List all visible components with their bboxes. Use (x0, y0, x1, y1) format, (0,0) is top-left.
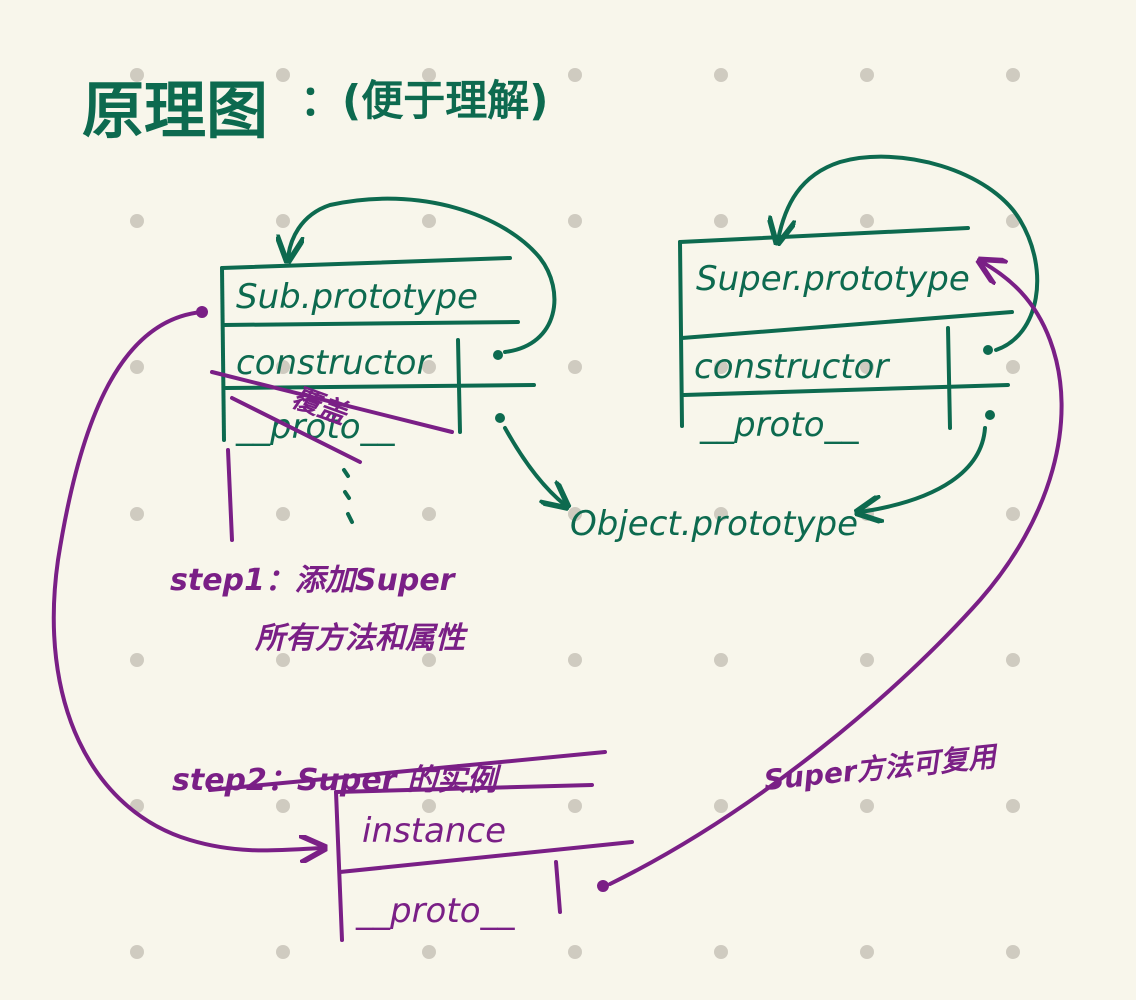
grid-dot (422, 945, 436, 959)
super-prototype-title: Super.prototype (696, 259, 970, 299)
grid-dot (130, 945, 144, 959)
grid-dot (422, 653, 436, 667)
grid-dot (130, 214, 144, 228)
object-prototype-label: Object.prototype (570, 504, 858, 544)
grid-dot (568, 799, 582, 813)
grid-dot (568, 945, 582, 959)
grid-dot (276, 945, 290, 959)
grid-dot (422, 360, 436, 374)
sub-proto-to-object-arrow (503, 426, 565, 505)
grid-dot (714, 799, 728, 813)
grid-dot (422, 214, 436, 228)
sub-constructor-label: constructor (236, 343, 432, 383)
grid-dot (130, 360, 144, 374)
sub-constructor-dot (493, 350, 503, 360)
grid-dot (714, 214, 728, 228)
grid-dot (276, 507, 290, 521)
grid-dot (568, 653, 582, 667)
super-proto-label: __proto__ (699, 405, 859, 445)
grid-dot (1006, 653, 1020, 667)
grid-dot (568, 214, 582, 228)
grid-dot (422, 68, 436, 82)
instance-box (334, 783, 634, 942)
step2-underline (208, 750, 607, 792)
reuse-note: Super方法可复用 (762, 739, 1000, 796)
grid-dot (1006, 945, 1020, 959)
sub-to-instance-arrow (51, 310, 322, 850)
grid-dot (422, 507, 436, 521)
page-title: 原理图 (82, 74, 268, 147)
step1-line1: step1：添加Super (170, 563, 457, 598)
grid-dot (860, 945, 874, 959)
page-title-suffix: ：(便于理解) (300, 76, 548, 125)
grid-dot (714, 68, 728, 82)
sub-constructor-loop-arrow (288, 196, 557, 354)
grid-dot (860, 653, 874, 667)
super-constructor-label: constructor (694, 347, 890, 387)
grid-dot (714, 653, 728, 667)
instance-proto-dot (597, 880, 609, 892)
grid-dot (276, 653, 290, 667)
overwrite-strike (210, 370, 454, 464)
super-prototype-box (678, 226, 1014, 430)
grid-dot (276, 360, 290, 374)
super-proto-dot (985, 410, 995, 420)
grid-dot (860, 68, 874, 82)
grid-dot (714, 945, 728, 959)
super-proto-to-object-arrow (860, 426, 987, 512)
grid-dot (276, 68, 290, 82)
grid-dot (860, 360, 874, 374)
grid-dot (130, 507, 144, 521)
grid-dot (714, 507, 728, 521)
grid-dot (1006, 507, 1020, 521)
super-constructor-loop-arrow (778, 154, 1040, 352)
instance-title: instance (362, 811, 506, 851)
instance-to-super-arrow (608, 262, 1064, 886)
grid-dot (714, 360, 728, 374)
step1-connector-line (226, 448, 234, 542)
step1-line2: 所有方法和属性 (254, 621, 469, 656)
grid-dot (130, 68, 144, 82)
dashed-continuation (342, 468, 354, 524)
grid-dot (276, 214, 290, 228)
grid-dot (568, 68, 582, 82)
grid-dot (568, 360, 582, 374)
grid-dot (130, 653, 144, 667)
grid-dot (422, 799, 436, 813)
grid-dot (860, 799, 874, 813)
grid-dot (1006, 799, 1020, 813)
super-constructor-dot (983, 345, 993, 355)
grid-dot (1006, 360, 1020, 374)
sub-proto-dot (495, 413, 505, 423)
grid-dot (276, 799, 290, 813)
grid-dot (860, 214, 874, 228)
instance-proto-label: __proto__ (355, 891, 515, 931)
dot-grid (130, 68, 1020, 959)
grid-dot (1006, 68, 1020, 82)
sub-prototype-title: Sub.prototype (236, 277, 478, 317)
